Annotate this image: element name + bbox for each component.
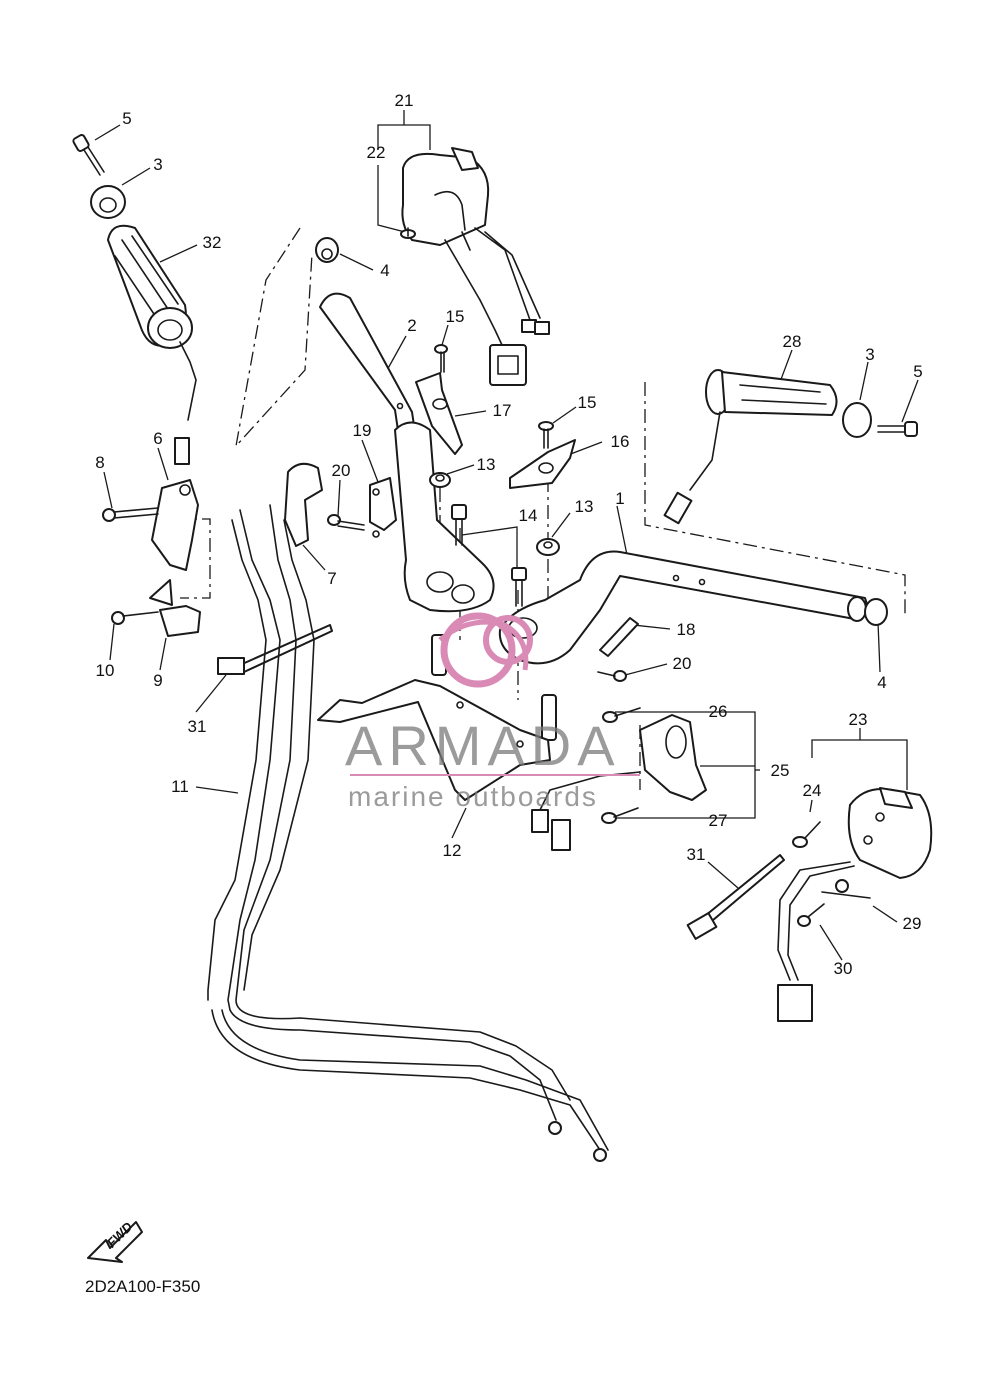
callout-31-left: 31: [188, 717, 207, 736]
callout-13-left: 13: [477, 455, 496, 474]
pad-4-right: [864, 598, 888, 626]
callout-1: 1: [615, 489, 624, 508]
callout-3-left: 3: [153, 155, 162, 174]
diagram-code: 2D2A100-F350: [85, 1277, 200, 1296]
end-weight-3-left: [90, 185, 126, 219]
callout-20-left: 20: [332, 461, 351, 480]
screw-26: [602, 707, 641, 723]
screw-27: [601, 807, 639, 824]
bracket-16: [509, 439, 576, 489]
handlebar-2-left: [319, 292, 495, 613]
callout-10: 10: [96, 661, 115, 680]
cable-tie-31-left: [217, 624, 333, 675]
callout-19: 19: [353, 421, 372, 440]
screw-5-left: [72, 134, 105, 176]
connectors-12: [531, 771, 641, 851]
callout-26: 26: [709, 702, 728, 721]
switch-23: [777, 787, 933, 1022]
callout-8: 8: [95, 453, 104, 472]
callout-9: 9: [153, 671, 162, 690]
callout-11: 11: [171, 777, 189, 796]
pad-4-left: [315, 237, 339, 263]
forward-arrow-icon: [87, 1221, 143, 1263]
part-29: [821, 879, 871, 899]
throttle-cables-11: [207, 504, 609, 1162]
handlebar-1-right: [498, 550, 868, 665]
switch-21-right: [401, 147, 550, 386]
callout-15-left: 15: [446, 307, 465, 326]
holder-6: [151, 479, 199, 571]
clip-18: [599, 617, 639, 657]
bracket-12: [317, 679, 551, 801]
callout-6: 6: [153, 429, 162, 448]
callout-32: 32: [203, 233, 222, 252]
watermark: ARMADA marine outboards: [345, 612, 640, 812]
callout-29: 29: [903, 914, 922, 933]
callout-14: 14: [519, 506, 538, 525]
screw-10: [111, 611, 159, 625]
callout-22: 22: [367, 143, 386, 162]
callout-13-right: 13: [575, 497, 594, 516]
screw-15-right: [538, 421, 554, 449]
grip-28-right: [663, 369, 838, 525]
callout-5-right: 5: [913, 362, 922, 381]
callout-2: 2: [407, 316, 416, 335]
bracket-19: [369, 477, 397, 538]
callout-28: 28: [783, 332, 802, 351]
bolt-14: [451, 504, 527, 607]
fwd-indicator: FWD: [87, 1219, 143, 1263]
part-drawings: [72, 134, 933, 1162]
screw-20-left: [327, 514, 365, 531]
callout-20-right: 20: [673, 654, 692, 673]
screw-22: [400, 227, 416, 239]
callout-30: 30: [834, 959, 853, 978]
nut-13-left: [429, 472, 451, 488]
callout-4-right: 4: [877, 673, 886, 692]
screw-30: [797, 903, 825, 927]
holder-7: [284, 462, 323, 547]
callout-7: 7: [327, 569, 336, 588]
watermark-brand: ARMADA: [345, 714, 621, 777]
end-weight-3-right: [842, 402, 872, 438]
screw-8: [102, 507, 159, 522]
screw-15-left: [434, 344, 448, 373]
holder-9: [149, 579, 201, 637]
cable-tie-31-right: [686, 854, 785, 940]
callout-labels: 21 22 5 3 32 4 2 15 17 19 13 20 14 15 16…: [95, 91, 922, 978]
callout-18: 18: [677, 620, 696, 639]
screw-20-right: [597, 670, 627, 682]
callout-24: 24: [803, 781, 822, 800]
grip-32-left: [107, 224, 197, 465]
callout-16: 16: [611, 432, 630, 451]
callout-12: 12: [443, 841, 462, 860]
callout-3-right: 3: [865, 345, 874, 364]
callout-23: 23: [849, 710, 868, 729]
watermark-logo-icon: [438, 612, 533, 688]
callout-21: 21: [395, 91, 414, 110]
callout-15-right: 15: [578, 393, 597, 412]
callout-17: 17: [493, 401, 512, 420]
watermark-tagline: marine outboards: [348, 781, 598, 812]
callout-27: 27: [709, 811, 728, 830]
callout-4-top: 4: [380, 261, 389, 280]
bracket-17: [415, 372, 463, 455]
throttle-housing-25: [639, 714, 707, 801]
callout-5-left: 5: [122, 109, 131, 128]
callout-31-right: 31: [687, 845, 706, 864]
screw-5-right: [877, 421, 918, 437]
screw-24: [792, 821, 821, 848]
callout-25: 25: [771, 761, 790, 780]
nut-13-right: [536, 538, 560, 556]
